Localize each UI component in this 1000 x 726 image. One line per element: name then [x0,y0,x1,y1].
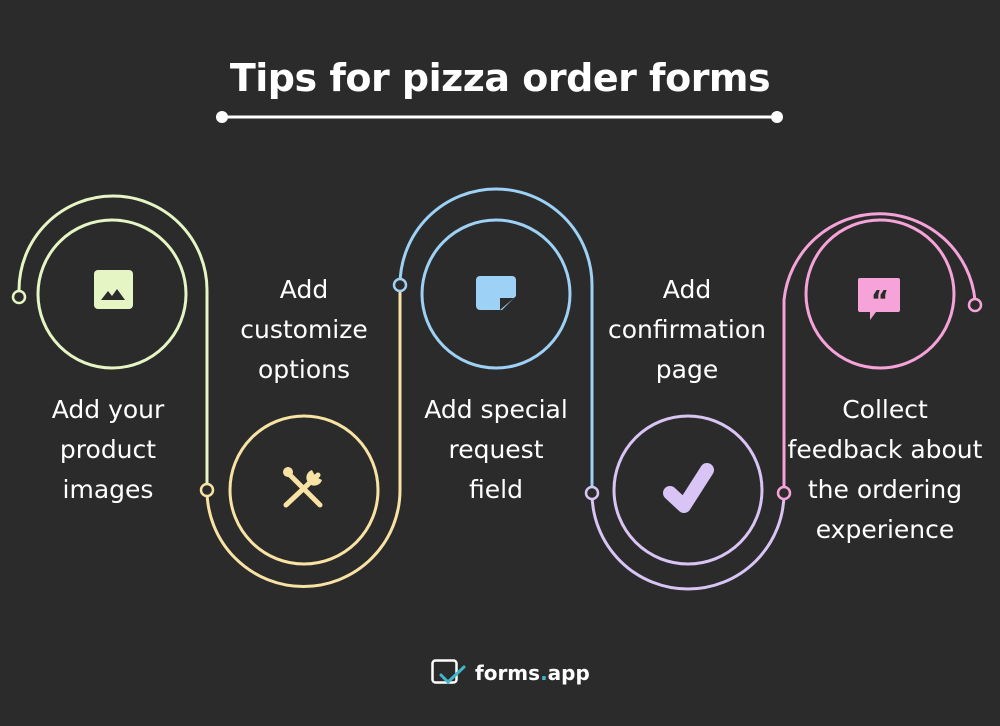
step-4-node [584,485,600,501]
step-1-start-node [11,289,27,305]
quote-bubble-icon: “ [858,278,900,320]
forms-app-logo: forms.app [431,659,590,687]
tools-icon [283,467,323,508]
step-3-node [392,277,408,293]
underline-left-dot [216,111,228,123]
underline-right-dot [771,111,783,123]
logo-icon [431,659,466,685]
image-icon [94,270,133,309]
svg-text:“: “ [871,284,889,317]
step-2-ring [228,414,380,566]
step-1-ring [36,218,188,370]
sticky-note-icon [476,276,516,310]
step-5-node [776,485,792,501]
checkmark-icon [663,463,714,513]
step-2-node [199,482,215,498]
step-5-end-node [967,297,983,313]
page-title: Tips for pizza order forms [229,56,771,100]
step-4-ring [612,414,764,566]
step-3-ring [420,218,572,370]
step-5-ring [804,218,956,370]
